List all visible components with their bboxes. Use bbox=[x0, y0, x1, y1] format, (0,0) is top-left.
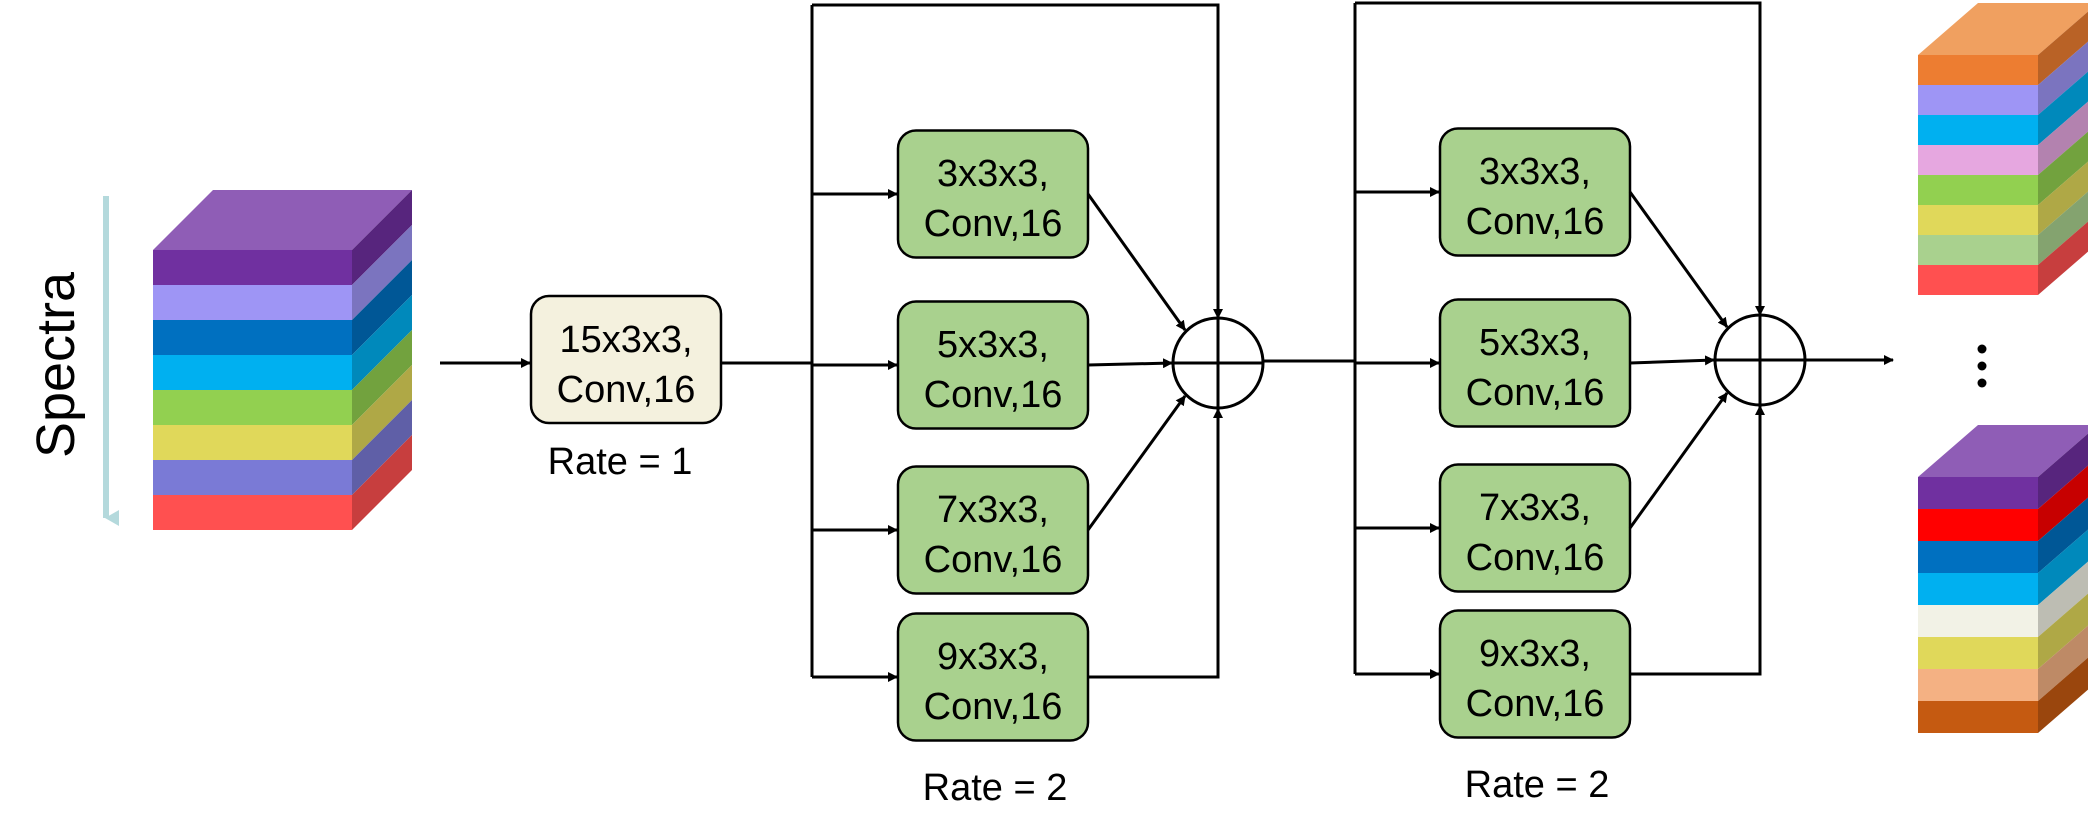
input-cube-layer-front bbox=[153, 250, 352, 285]
output-cube-bottom-layer-side bbox=[2038, 529, 2088, 605]
block-rate: Rate = 2 bbox=[1465, 764, 1610, 806]
conv-label-line1: 5x3x3, bbox=[1479, 322, 1591, 364]
branch-output-arrow bbox=[1086, 395, 1187, 531]
input-cube-layer-front bbox=[153, 495, 352, 530]
multiscale-block-b: 3x3x3, Conv,16 5x3x3, Conv,16 7x3x3, Conv,16 9… bbox=[1263, 1, 1807, 806]
first-conv-label-line1: 15x3x3, bbox=[559, 319, 692, 361]
multiscale-block-a: 3x3x3, Conv,16 5x3x3, Conv,16 7x3x3, Conv,16 9… bbox=[810, 3, 1265, 809]
output-cube-top-layer-side bbox=[2038, 101, 2088, 175]
branch-output-arrow bbox=[1629, 355, 1715, 366]
output-cube-bottom-layer-front bbox=[1918, 573, 2038, 605]
branch-output-arrow bbox=[1628, 191, 1729, 328]
output-cube-bottom-layer-side bbox=[2038, 657, 2088, 733]
conv-label-line1: 5x3x3, bbox=[937, 324, 1049, 366]
input-cube-layer-side bbox=[352, 365, 412, 460]
output-cube-top-layer-front bbox=[1918, 145, 2038, 175]
output-cube-bottom-layer-side bbox=[2038, 625, 2088, 701]
spectra-label: Spectra bbox=[26, 271, 86, 458]
first-conv-label-line2: Conv,16 bbox=[557, 369, 696, 411]
conv-label-line1: 7x3x3, bbox=[1479, 487, 1591, 529]
output-cube-top-layer-front bbox=[1918, 205, 2038, 235]
conv-label-line1: 9x3x3, bbox=[937, 636, 1049, 678]
output-cube-bottom-layer-side bbox=[2038, 465, 2088, 541]
first-conv-rate: Rate = 1 bbox=[548, 441, 693, 483]
skip-connection bbox=[812, 3, 1223, 319]
block-rate: Rate = 2 bbox=[923, 767, 1068, 809]
output-cube-top-layer-side bbox=[2038, 191, 2088, 265]
output-cube-bottom-layer-front bbox=[1918, 541, 2038, 573]
output-cube-bottom-layer-side bbox=[2038, 433, 2088, 509]
branch-output-arrow bbox=[1086, 193, 1187, 331]
first-conv-box bbox=[529, 294, 723, 425]
conv-label-line2: Conv,16 bbox=[924, 539, 1063, 581]
input-cube-layer-side bbox=[352, 190, 412, 285]
input-cube-layer-front bbox=[153, 460, 352, 495]
conv-label-line2: Conv,16 bbox=[1466, 201, 1605, 243]
branch-output-arrow bbox=[1630, 405, 1765, 676]
conv-label-line1: 3x3x3, bbox=[937, 153, 1049, 195]
conv-label-line1: 9x3x3, bbox=[1479, 633, 1591, 675]
input-cube-layer-front bbox=[153, 390, 352, 425]
output-cube-bottom-layer-front bbox=[1918, 669, 2038, 701]
input-cube-layer-side bbox=[352, 330, 412, 425]
output-cube-top-layer-side bbox=[2038, 71, 2088, 145]
output-cube-top-layer-front bbox=[1918, 55, 2038, 85]
input-cube-layer-side bbox=[352, 400, 412, 495]
output-cube-top-top-face bbox=[1918, 3, 2088, 55]
output-cube-top-layer-side bbox=[2038, 41, 2088, 115]
input-cube-top-face bbox=[153, 190, 412, 250]
output-cube-top-layer-side bbox=[2038, 11, 2088, 85]
skip-connection bbox=[1355, 1, 1765, 316]
output-cube-bottom-top-face bbox=[1918, 425, 2088, 477]
output-cube-top-layer-front bbox=[1918, 115, 2038, 145]
conv-label-line1: 3x3x3, bbox=[1479, 151, 1591, 193]
output-feature-cube-bottom bbox=[1918, 425, 2088, 733]
branch-output-arrow bbox=[1088, 408, 1223, 679]
conv-label-line2: Conv,16 bbox=[1466, 537, 1605, 579]
output-cube-top-layer-front bbox=[1918, 175, 2038, 205]
branch-output-arrow bbox=[1628, 392, 1729, 529]
output-cube-top-layer-front bbox=[1918, 265, 2038, 295]
output-cube-top-layer-side bbox=[2038, 161, 2088, 235]
conv-label-line1: 7x3x3, bbox=[937, 489, 1049, 531]
input-cube-layer-front bbox=[153, 425, 352, 460]
branch-output-arrow bbox=[1087, 358, 1173, 369]
output-cube-bottom-layer-side bbox=[2038, 561, 2088, 637]
output-cube-bottom-layer-side bbox=[2038, 593, 2088, 669]
input-cube-layer-front bbox=[153, 320, 352, 355]
conv-label-line2: Conv,16 bbox=[924, 686, 1063, 728]
input-cube-layer-front bbox=[153, 355, 352, 390]
conv-label-line2: Conv,16 bbox=[1466, 683, 1605, 725]
output-cube-top-layer-front bbox=[1918, 85, 2038, 115]
conv-label-line2: Conv,16 bbox=[924, 203, 1063, 245]
conv-label-line2: Conv,16 bbox=[1466, 372, 1605, 414]
conv-label-line2: Conv,16 bbox=[924, 374, 1063, 416]
input-cube-layer-side bbox=[352, 295, 412, 390]
output-cube-bottom-layer-front bbox=[1918, 477, 2038, 509]
input-cube-layer-side bbox=[352, 435, 412, 530]
output-cube-top-layer-side bbox=[2038, 221, 2088, 295]
input-cube-layer-front bbox=[153, 285, 352, 320]
output-cube-bottom-layer-front bbox=[1918, 637, 2038, 669]
input-cube-layer-side bbox=[352, 225, 412, 320]
output-feature-cube-top bbox=[1918, 3, 2088, 295]
input-spectral-cube bbox=[153, 190, 412, 530]
output-cube-bottom-layer-front bbox=[1918, 605, 2038, 637]
input-cube-layer-side bbox=[352, 260, 412, 355]
output-cube-bottom-layer-front bbox=[1918, 701, 2038, 733]
output-cube-top-layer-side bbox=[2038, 131, 2088, 205]
output-cube-top-layer-front bbox=[1918, 235, 2038, 265]
output-cube-bottom-layer-side bbox=[2038, 497, 2088, 573]
ellipsis-dots bbox=[1977, 344, 1987, 388]
output-cube-bottom-layer-front bbox=[1918, 509, 2038, 541]
